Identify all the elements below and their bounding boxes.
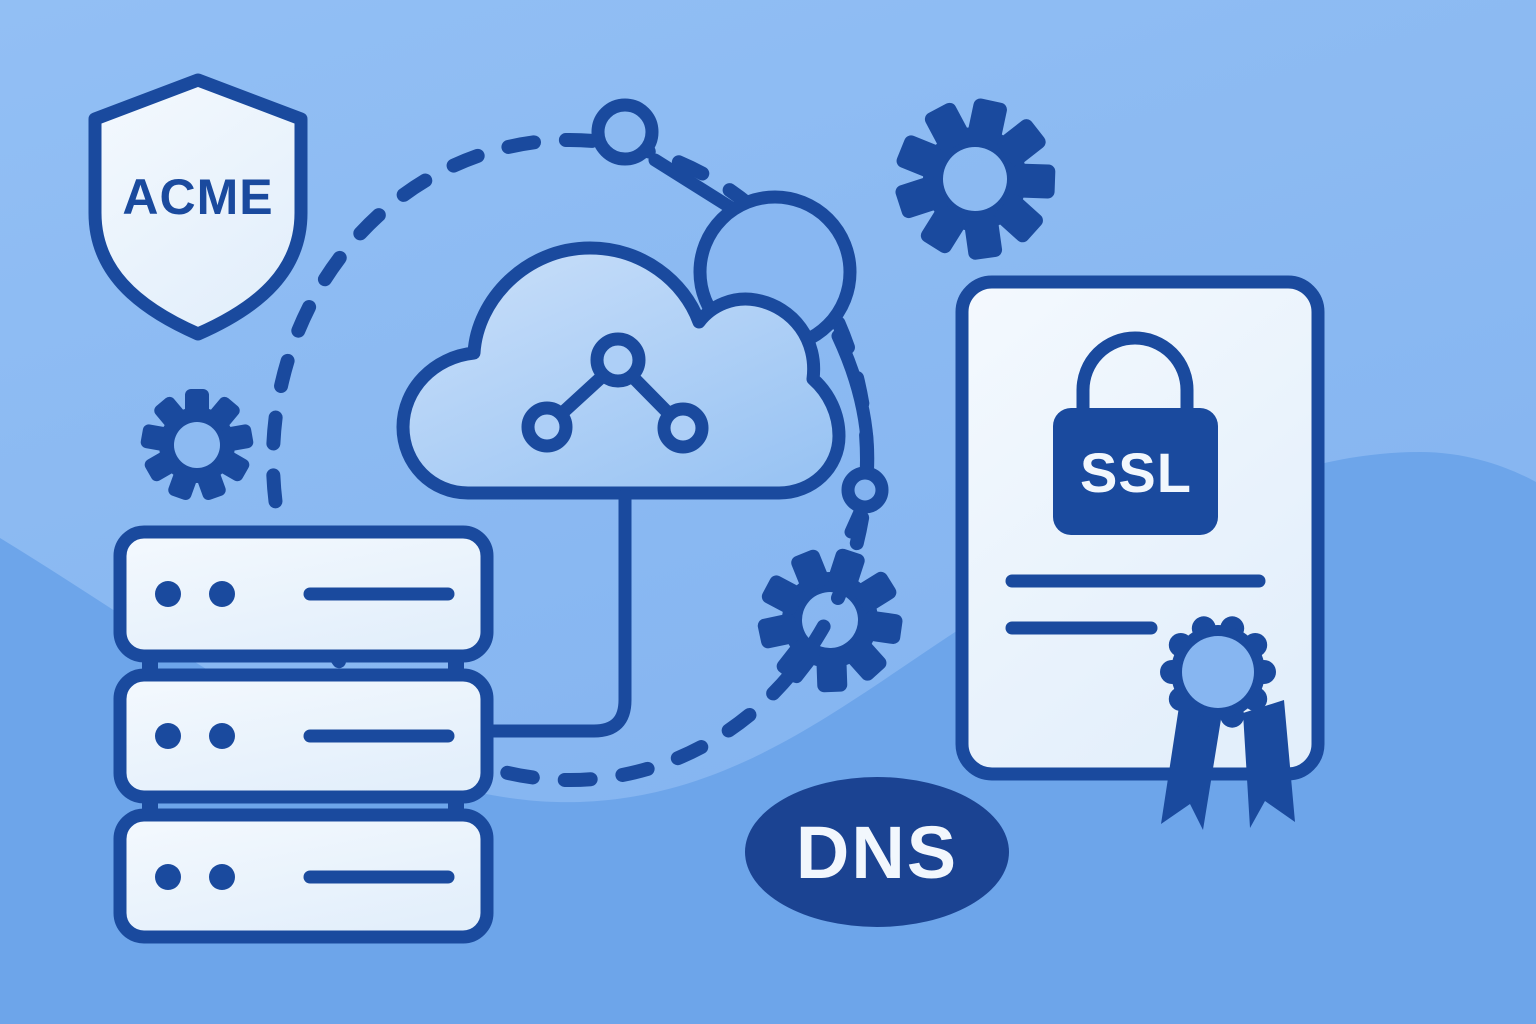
orbit-ring-node [841,466,889,514]
dns-label: DNS [796,811,958,894]
server-unit [113,668,494,804]
dns-badge: DNS [745,777,1009,927]
server-led [209,723,235,749]
gear-icon-left [140,389,254,501]
gear-icon-top [895,98,1056,260]
gear-icon-middle [757,548,903,693]
server-stack [113,525,494,944]
ssl-label: SSL [1080,441,1192,504]
server-led [209,864,235,890]
cloud-server-connector [482,488,632,738]
padlock-icon: SSL [1053,331,1218,535]
cloud-icon [396,241,846,500]
node-link-line [648,153,740,216]
award-ribbon-icon [1160,616,1295,830]
network-share-icon [521,332,709,454]
orbit-ring-tail [844,505,867,539]
server-led [209,581,235,607]
server-unit [113,808,494,944]
ssl-certificate-card: SSL [955,275,1325,830]
acme-shield-icon: ACME [88,73,308,341]
server-led [155,864,181,890]
server-led [155,723,181,749]
server-led [155,581,181,607]
dns-oval [745,777,1009,927]
acme-shield-label: ACME [122,169,273,225]
orbit-node-circle [591,98,659,166]
server-unit [113,525,494,663]
